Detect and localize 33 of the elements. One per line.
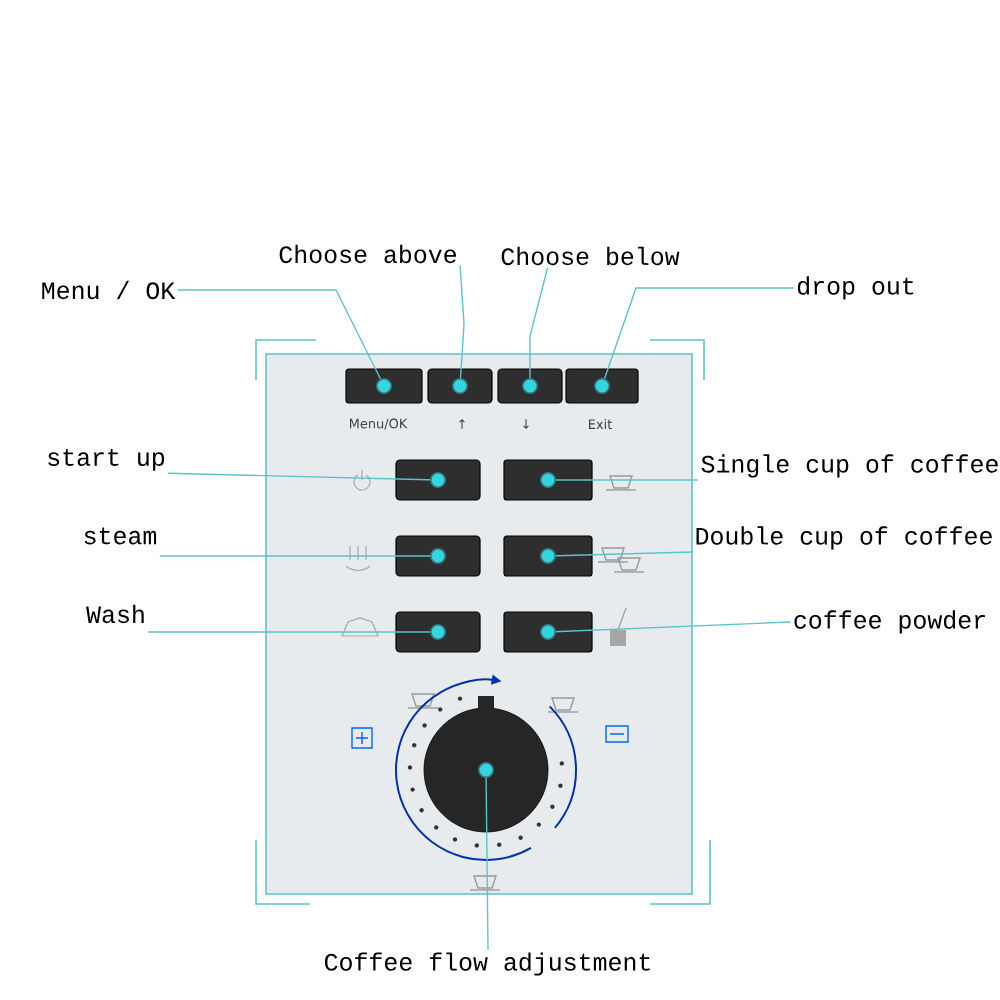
callout-label: Coffee flow adjustment xyxy=(324,952,650,976)
push-button xyxy=(497,368,563,404)
leader-line xyxy=(522,266,549,394)
leader-line xyxy=(478,762,494,951)
push-button xyxy=(395,459,481,501)
leader-line xyxy=(147,624,446,640)
callout-label: Choose above xyxy=(279,244,457,264)
callout-label: Single cup of coffee xyxy=(701,454,998,478)
leader-line xyxy=(540,472,699,488)
callout-label: Wash xyxy=(86,604,144,624)
leader-line xyxy=(594,287,795,394)
leader-line xyxy=(159,548,446,564)
push-button xyxy=(395,611,481,653)
push-button xyxy=(503,535,593,577)
callout-label: steam xyxy=(84,527,157,545)
leader-line xyxy=(452,264,468,394)
rotary-knob xyxy=(423,696,549,833)
leader-line xyxy=(540,621,792,640)
leader-line xyxy=(167,472,446,488)
callout-label: Choose below xyxy=(501,246,680,266)
push-button xyxy=(565,368,639,404)
leader-line xyxy=(176,289,392,394)
push-button xyxy=(345,368,423,404)
push-button xyxy=(503,611,593,653)
push-button xyxy=(427,368,493,404)
callout-label: start up xyxy=(48,449,165,471)
callout-label: Double cup of coffee xyxy=(696,526,992,550)
leader-line xyxy=(540,548,693,564)
push-button xyxy=(503,459,593,501)
callout-label: coffee powder xyxy=(794,610,985,634)
callout-label: Menu / OK xyxy=(42,280,176,300)
callout-label: drop out xyxy=(797,276,914,300)
push-button xyxy=(395,535,481,577)
